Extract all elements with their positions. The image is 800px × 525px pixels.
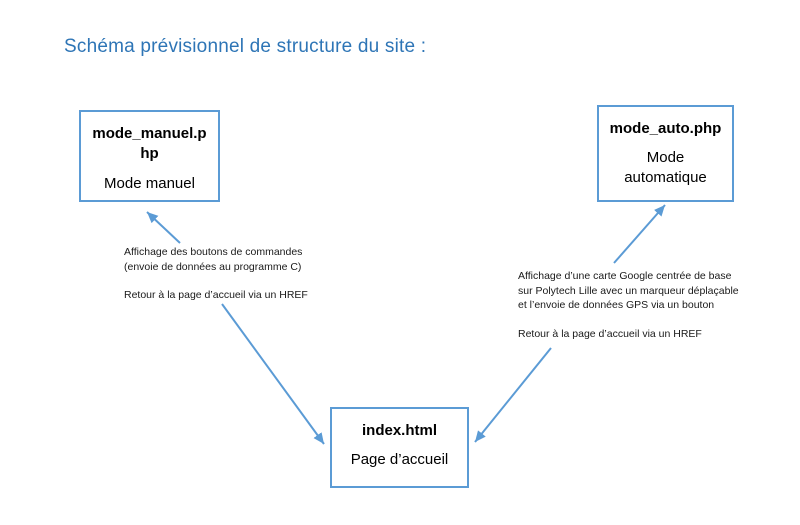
node-mode-auto-label: Mode automatique bbox=[624, 149, 707, 186]
arrow-to-mode-manuel bbox=[146, 211, 181, 244]
annotation-mode-manuel-text: Affichage des boutons de commandes (envo… bbox=[124, 246, 303, 273]
node-mode-auto-filename: mode_auto.php bbox=[609, 120, 722, 137]
node-mode-manuel-filename: mode_manuel.php bbox=[92, 125, 207, 163]
annotation-mode-manuel-return: Retour à la page d’accueil via un HREF bbox=[124, 289, 308, 302]
page-title: Schéma prévisionnel de structure du site… bbox=[64, 36, 427, 57]
annotation-mode-auto-return: Retour à la page d’accueil via un HREF bbox=[518, 328, 702, 341]
annotation-mode-auto: Affichage d’une carte Google centrée de … bbox=[518, 269, 776, 342]
arrow-mode-auto-to-index bbox=[474, 347, 552, 443]
arrow-to-mode-auto bbox=[613, 204, 666, 264]
node-mode-manuel-label: Mode manuel bbox=[104, 174, 195, 192]
node-index-label: Page d’accueil bbox=[350, 451, 449, 469]
arrow-mode-manuel-to-index bbox=[221, 303, 325, 445]
annotation-mode-auto-text: Affichage d’une carte Google centrée de … bbox=[518, 270, 739, 312]
node-mode-manuel: mode_manuel.php Mode manuel bbox=[79, 110, 220, 202]
node-index: index.html Page d’accueil bbox=[330, 407, 469, 488]
node-index-filename: index.html bbox=[361, 422, 437, 439]
annotation-mode-manuel: Affichage des boutons de commandes (envo… bbox=[124, 245, 349, 303]
node-mode-auto: mode_auto.php Mode automatique bbox=[597, 105, 734, 202]
